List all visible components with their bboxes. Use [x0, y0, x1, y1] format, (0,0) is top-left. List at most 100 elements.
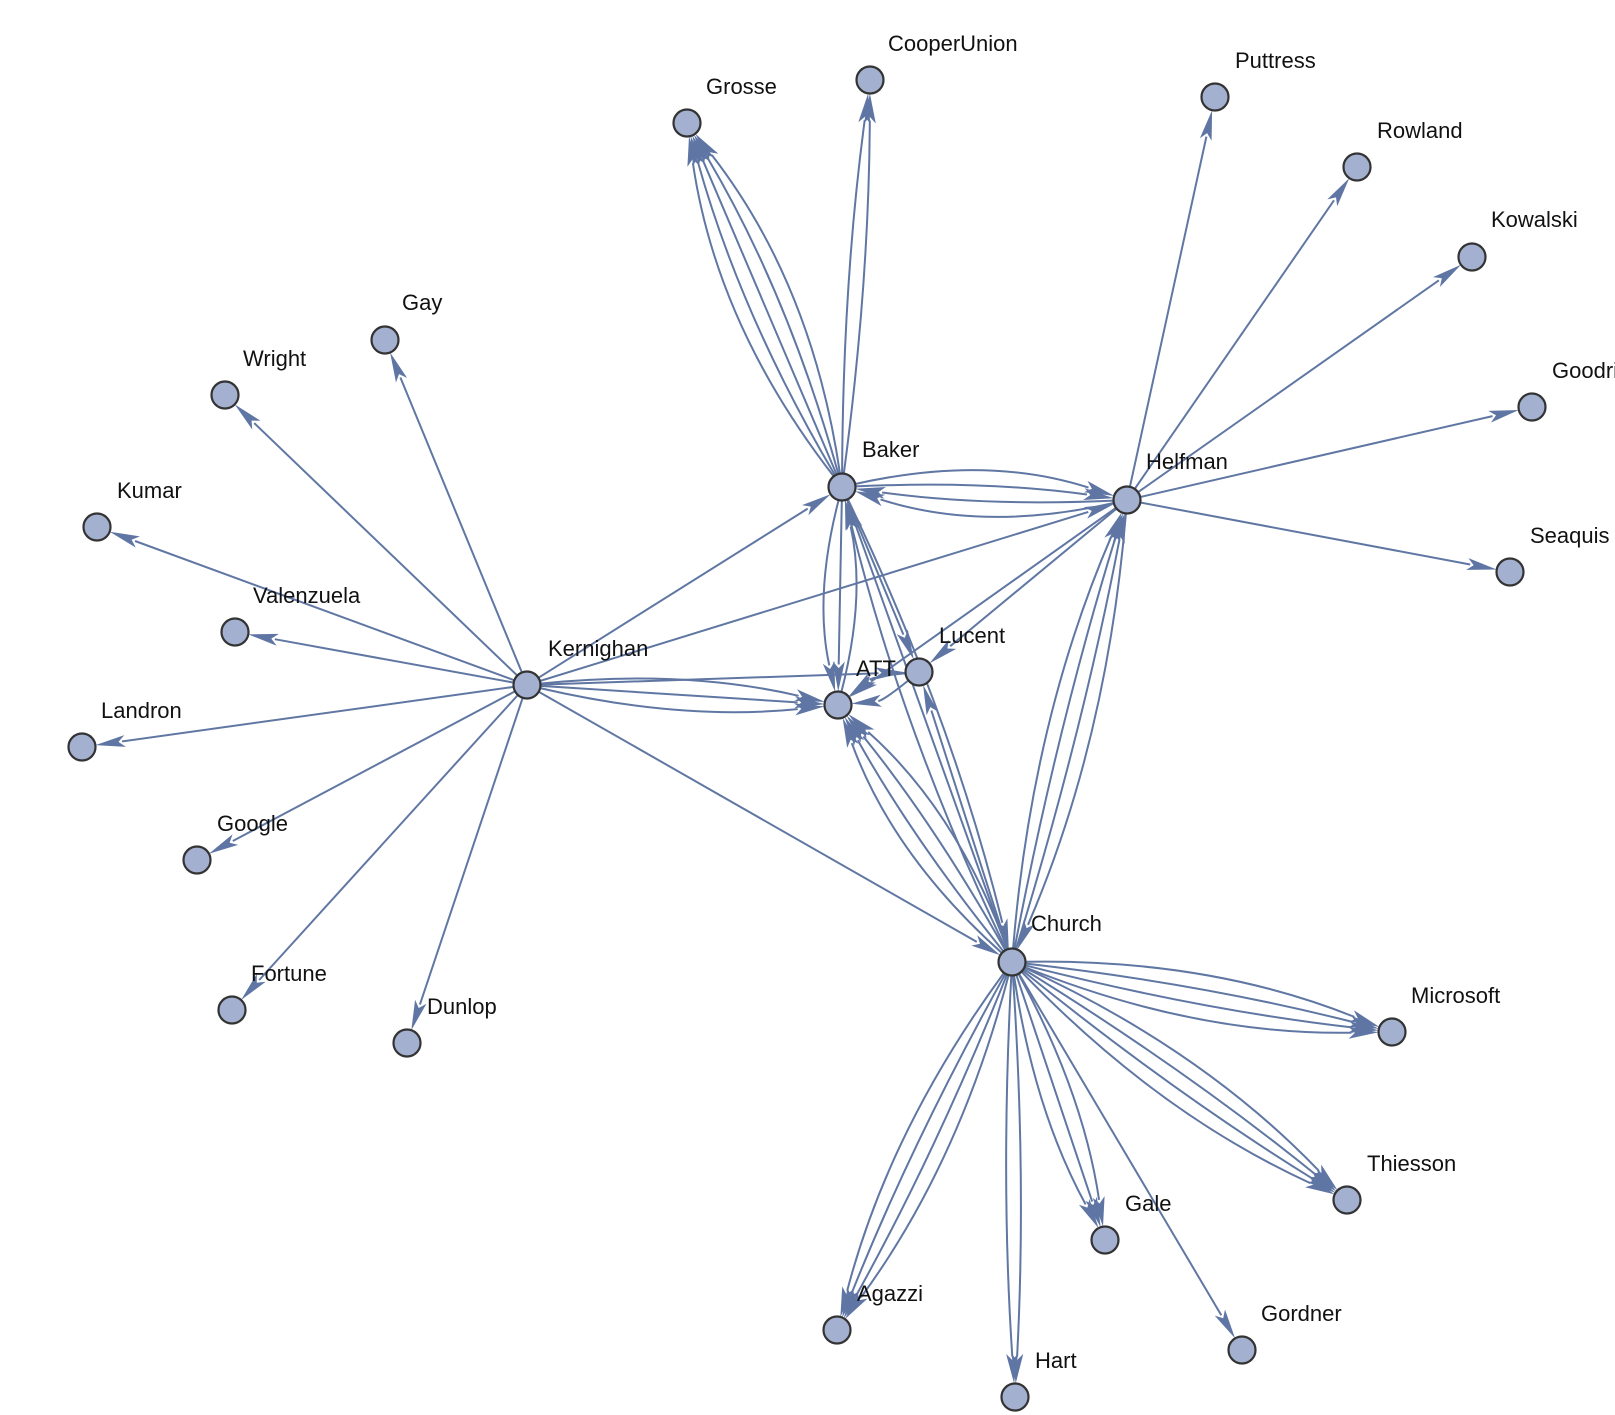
edge-church-to-thiesson-0 — [1023, 966, 1320, 1172]
edge-church-to-helfman-0-arrowhead — [1104, 512, 1122, 543]
edge-church-to-att-3 — [850, 742, 1003, 954]
node-puttress[interactable] — [1200, 82, 1230, 112]
node-label-google: Google — [217, 811, 288, 836]
node-att[interactable] — [823, 690, 853, 720]
edge-helfman-to-puttress-0-arrowhead — [1199, 110, 1213, 141]
edge-baker-to-grosse-3 — [706, 157, 840, 475]
edge-att-to-baker-0 — [840, 526, 858, 693]
edge-helfman-to-att-0 — [870, 506, 1117, 683]
node-label-seaquist: Seaquis — [1530, 523, 1610, 548]
edge-baker-to-grosse-1 — [696, 161, 836, 476]
node-fortune[interactable] — [217, 995, 247, 1025]
edge-kernighan-to-google-0 — [232, 690, 516, 842]
edge-baker-to-cooperunion-1-arrowhead — [863, 93, 876, 124]
node-baker[interactable] — [827, 472, 857, 502]
node-label-kernighan: Kernighan — [548, 636, 648, 661]
node-kernighan[interactable] — [512, 670, 542, 700]
node-thiesson[interactable] — [1332, 1185, 1362, 1215]
node-hart[interactable] — [1000, 1382, 1030, 1412]
node-label-dunlop: Dunlop — [427, 994, 497, 1019]
edge-church-to-att-1-arrowhead — [846, 715, 870, 743]
edge-helfman-to-lucent-0 — [949, 507, 1118, 647]
node-label-cooperunion: CooperUnion — [888, 31, 1018, 56]
node-goodrich[interactable] — [1517, 392, 1547, 422]
edge-church-to-gale-1 — [1015, 974, 1094, 1202]
node-gordner[interactable] — [1227, 1335, 1257, 1365]
edge-baker-to-att-1 — [837, 500, 843, 665]
edge-church-to-lucent-0 — [930, 710, 1009, 950]
node-kowalski[interactable] — [1457, 242, 1487, 272]
edge-helfman-to-puttress-0 — [1128, 136, 1208, 488]
edge-baker-to-grosse-4-arrowhead — [695, 133, 719, 162]
node-gale[interactable] — [1090, 1225, 1120, 1255]
edge-helfman-to-baker-0 — [881, 491, 1114, 504]
edge-baker-to-lucent-0-arrowhead — [896, 629, 914, 660]
node-gay[interactable] — [370, 325, 400, 355]
edge-kernighan-to-fortune-0 — [258, 694, 519, 981]
edge-baker-to-grosse-4 — [711, 154, 841, 474]
edge-church-to-gale-0 — [1017, 973, 1101, 1201]
node-kumar[interactable] — [82, 512, 112, 542]
edge-kernighan-to-gay-0 — [399, 377, 523, 673]
edge-kernighan-to-landron-0 — [121, 685, 514, 743]
node-landron[interactable] — [67, 732, 97, 762]
edge-kernighan-to-baker-0-arrowhead — [802, 494, 831, 516]
edge-church-to-att-2-arrowhead — [844, 716, 865, 746]
edge-church-to-hart-0 — [1011, 975, 1022, 1357]
node-valenzuela[interactable] — [220, 617, 250, 647]
node-label-fortune: Fortune — [251, 961, 327, 986]
edge-church-to-lucent-0-arrowhead — [923, 684, 938, 716]
node-microsoft[interactable] — [1377, 1017, 1407, 1047]
edge-church-to-agazzi-1 — [851, 973, 1007, 1293]
node-label-hart: Hart — [1035, 1348, 1077, 1373]
node-helfman[interactable] — [1112, 485, 1142, 515]
node-label-rowland: Rowland — [1377, 118, 1463, 143]
edge-helfman-to-baker-1-arrowhead — [854, 491, 886, 507]
edge-church-to-att-3-arrowhead — [842, 717, 859, 748]
edge-helfman-to-lucent-0-arrowhead — [929, 639, 957, 664]
node-grosse[interactable] — [672, 108, 702, 138]
edge-church-to-att-0 — [867, 731, 1009, 950]
node-seaquist[interactable] — [1495, 557, 1525, 587]
edge-kernighan-to-church-0-arrowhead — [971, 935, 1001, 956]
edge-church-to-microsoft-3 — [1024, 966, 1352, 1034]
edge-kernighan-to-att-2-arrowhead — [794, 689, 825, 702]
edge-church-to-agazzi-3-arrowhead — [845, 1291, 868, 1320]
edge-helfman-to-seaquist-0-arrowhead — [1466, 558, 1497, 570]
node-lucent[interactable] — [904, 657, 934, 687]
node-rowland[interactable] — [1342, 152, 1372, 182]
edge-baker-to-grosse-2 — [701, 159, 838, 475]
edge-helfman-to-baker-1 — [880, 498, 1115, 518]
edge-church-to-baker-1-arrowhead — [845, 500, 859, 531]
edge-helfman-to-rowland-0 — [1133, 199, 1335, 490]
nodes-layer — [67, 65, 1547, 1412]
edge-helfman-to-kowalski-0 — [1137, 279, 1440, 494]
edge-church-to-thiesson-3-arrowhead — [1305, 1176, 1335, 1195]
node-label-att: ATT — [856, 656, 896, 681]
edge-baker-to-cooperunion-1 — [842, 120, 871, 474]
node-agazzi[interactable] — [822, 1315, 852, 1345]
node-google[interactable] — [182, 845, 212, 875]
edge-church-to-helfman-0 — [1012, 536, 1112, 949]
edge-kernighan-to-fortune-0-arrowhead — [241, 973, 266, 1000]
edge-baker-to-att-0-arrowhead — [822, 661, 836, 692]
edge-church-to-thiesson-1-arrowhead — [1309, 1168, 1337, 1192]
edge-kernighan-to-google-0-arrowhead — [208, 834, 239, 854]
node-wright[interactable] — [210, 380, 240, 410]
edge-helfman-to-church-0-arrowhead — [1017, 919, 1035, 950]
edge-kernighan-to-att-0 — [539, 687, 798, 714]
edge-kernighan-to-valenzuela-0-arrowhead — [248, 633, 279, 646]
edge-kernighan-to-dunlop-0 — [418, 697, 524, 1005]
edge-kernighan-to-baker-0 — [537, 507, 809, 679]
edge-church-to-hart-1 — [1005, 975, 1014, 1357]
edge-lucent-to-att-0-arrowhead — [848, 673, 876, 697]
edge-church-to-helfman-1 — [1013, 538, 1117, 949]
edge-kernighan-to-kumar-0 — [134, 540, 515, 682]
node-label-wright: Wright — [243, 346, 306, 371]
edge-church-to-att-1 — [862, 735, 1007, 951]
node-dunlop[interactable] — [392, 1028, 422, 1058]
node-church[interactable] — [997, 947, 1027, 977]
edge-kernighan-to-landron-0-arrowhead — [95, 735, 126, 747]
node-cooperunion[interactable] — [855, 65, 885, 95]
edge-baker-to-att-1-arrowhead — [832, 661, 845, 692]
